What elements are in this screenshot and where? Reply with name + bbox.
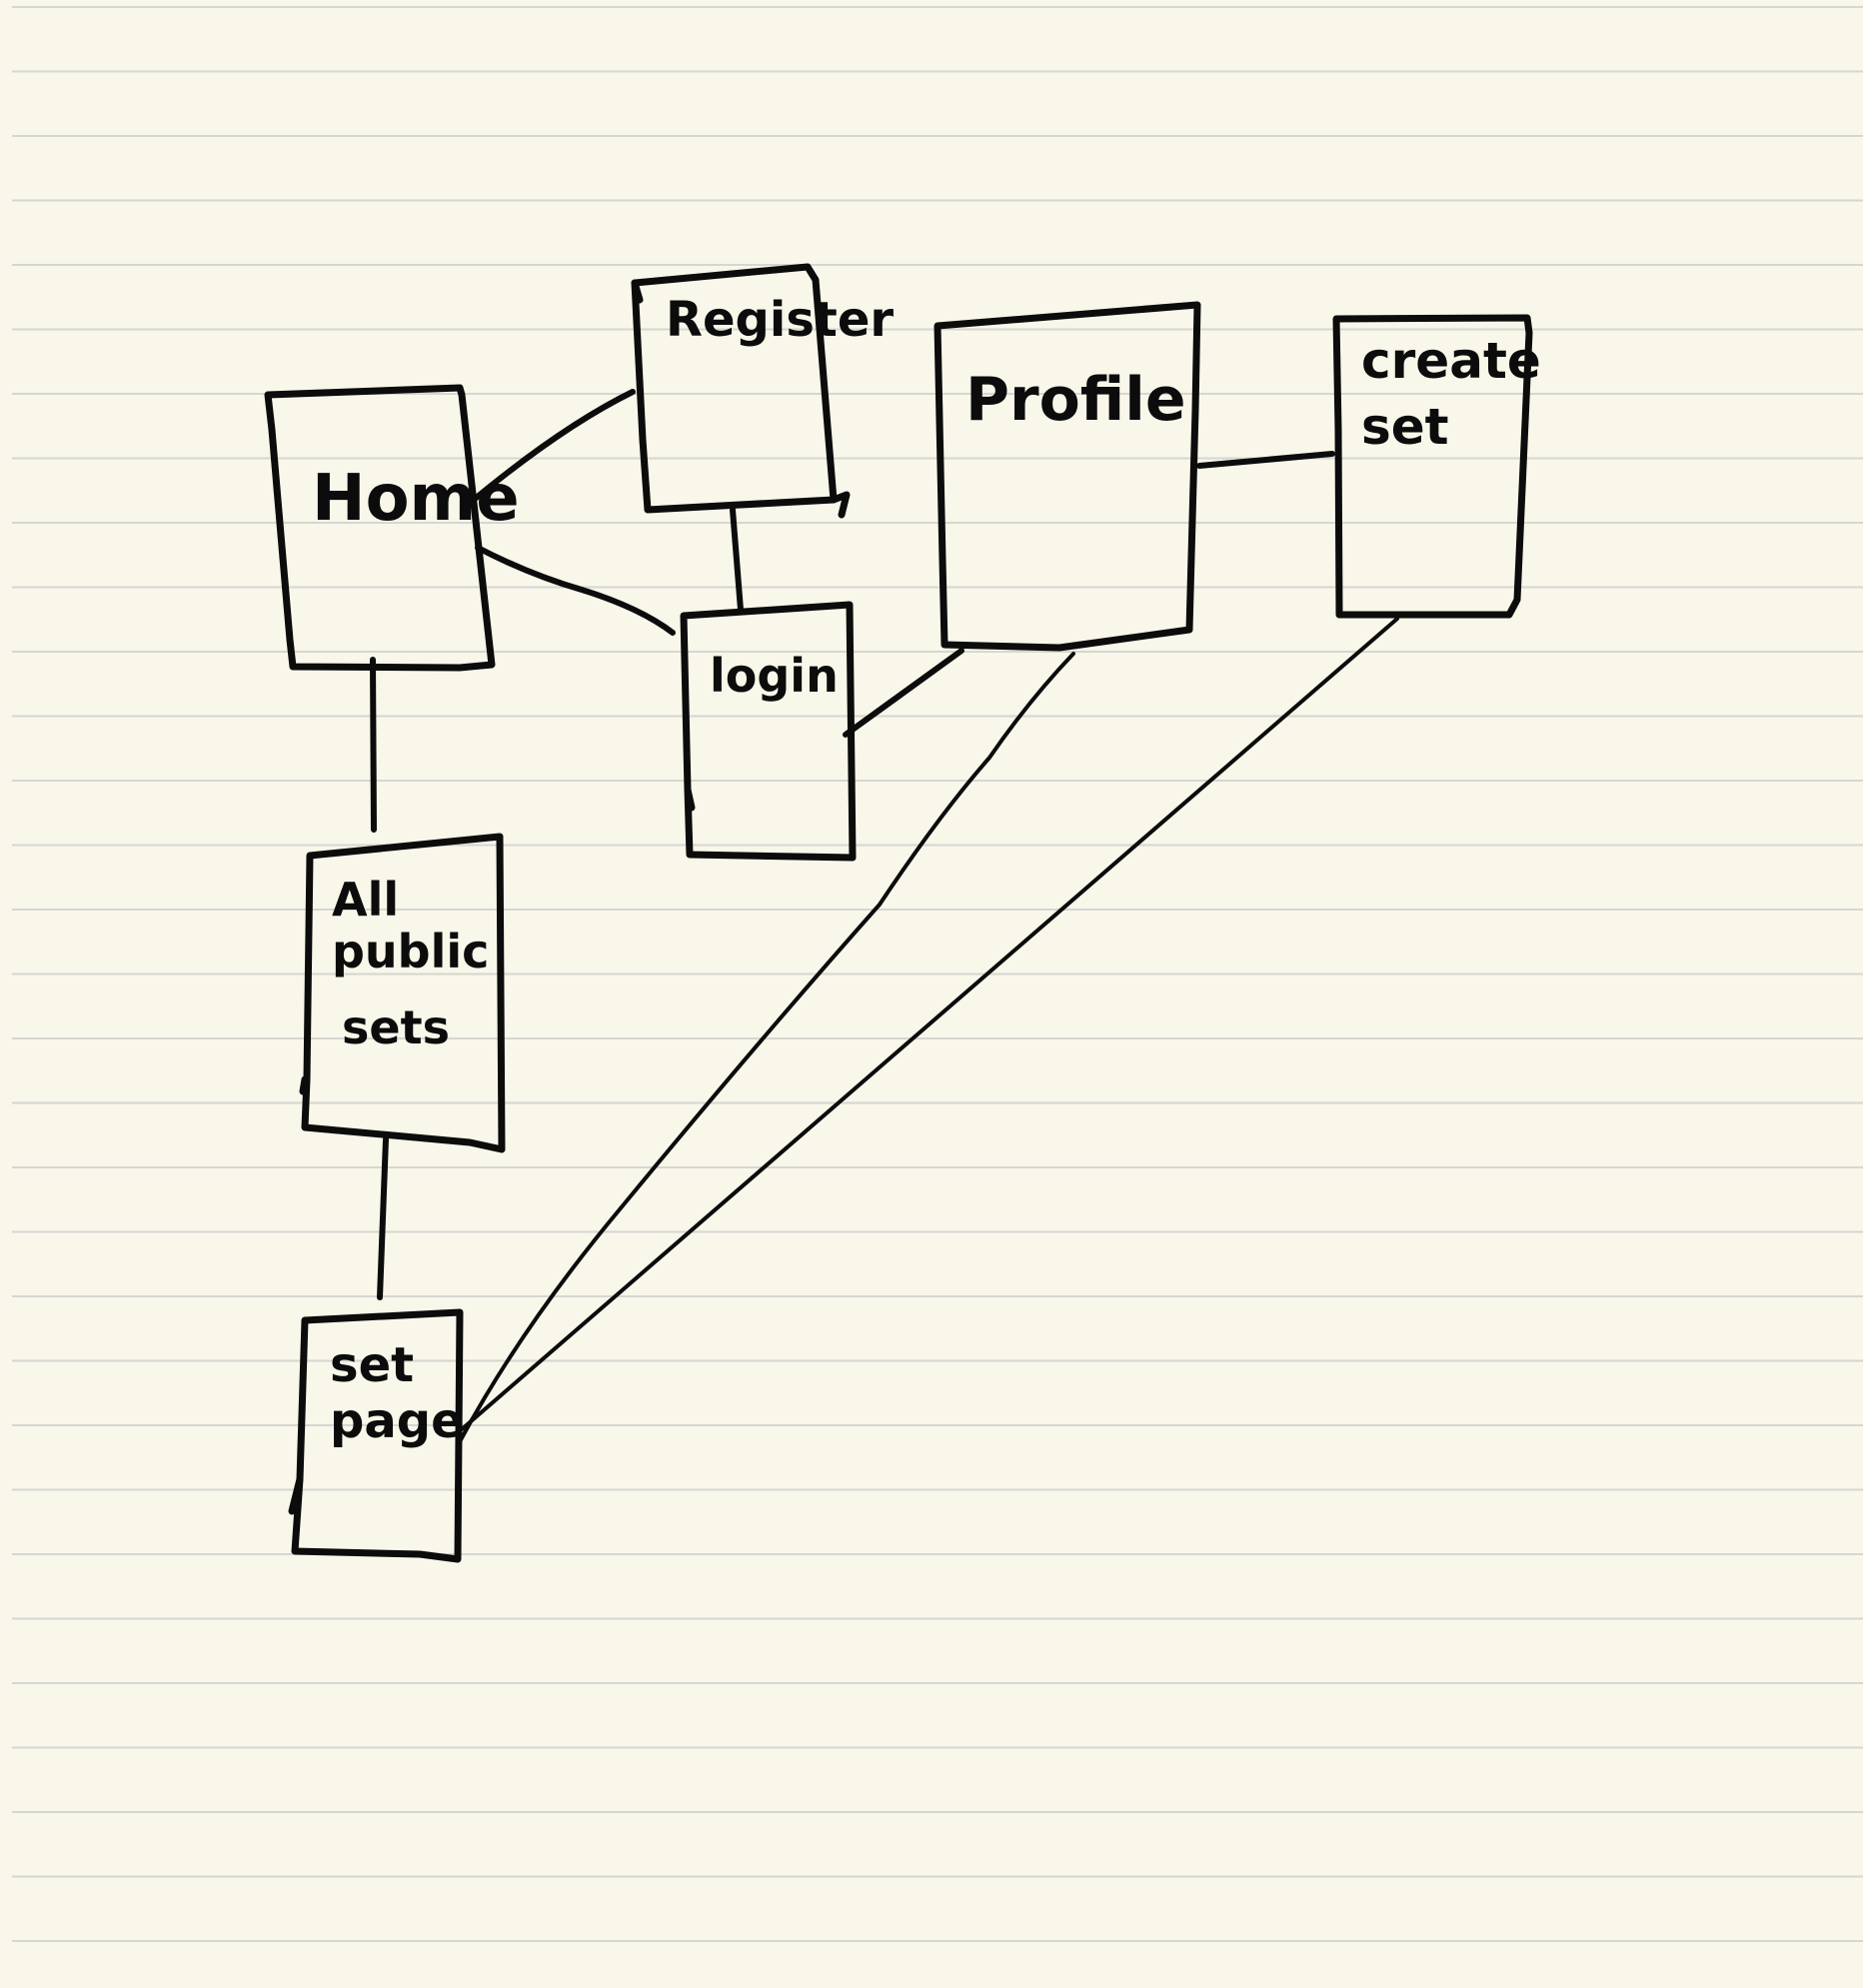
node-login: login <box>680 601 857 862</box>
node-register-stroke <box>830 491 851 519</box>
node-home-label-line-1: Home <box>312 462 520 536</box>
node-all-public-sets-label-line-3: sets <box>342 1000 450 1054</box>
edge-all-public-sets-to-set-page <box>377 1136 389 1300</box>
node-set-page-label-line-1: set <box>330 1337 414 1393</box>
edge-login-to-profile <box>843 648 964 738</box>
node-all-public-sets-label-line-1: All <box>332 873 399 927</box>
edge-home-to-all-public-sets <box>370 657 377 833</box>
edge-register-to-login <box>730 507 744 613</box>
edge-profile-to-set-page <box>456 652 1075 1447</box>
node-profile: Profile <box>933 301 1201 652</box>
node-all-public-sets-label-line-2: public <box>332 925 489 979</box>
node-login-box <box>680 601 857 862</box>
node-login-stroke <box>684 786 696 812</box>
node-create-set: create set <box>1332 314 1541 619</box>
node-all-public-sets-stroke <box>299 1075 309 1095</box>
node-set-page-stroke <box>288 1475 304 1515</box>
node-register-label-line-1: Register <box>666 292 894 348</box>
node-profile-box <box>933 301 1201 652</box>
node-register: Register <box>631 263 894 519</box>
page-boxes: HomeRegisterloginProfilecreatesetAllpubl… <box>264 263 1541 1563</box>
node-home-box <box>264 384 496 672</box>
edge-home-to-login <box>475 545 676 636</box>
node-home: Home <box>264 384 520 672</box>
node-create-set-label-line-1: create <box>1361 332 1541 390</box>
node-profile-label-line-1: Profile <box>965 365 1186 435</box>
notebook-rule-lines <box>12 6 1863 1942</box>
node-create-set-label-line-2: set <box>1361 398 1449 456</box>
node-register-stroke <box>631 279 644 304</box>
node-login-label-line-1: login <box>710 649 839 703</box>
node-create-set-box <box>1332 314 1533 619</box>
edge-profile-to-create-set <box>1196 451 1335 469</box>
connector-lines <box>370 389 1399 1447</box>
edge-create-set-to-set-page <box>460 617 1399 1431</box>
edge-home-to-register <box>465 389 636 508</box>
node-set-page-label-line-2: page <box>330 1393 464 1449</box>
